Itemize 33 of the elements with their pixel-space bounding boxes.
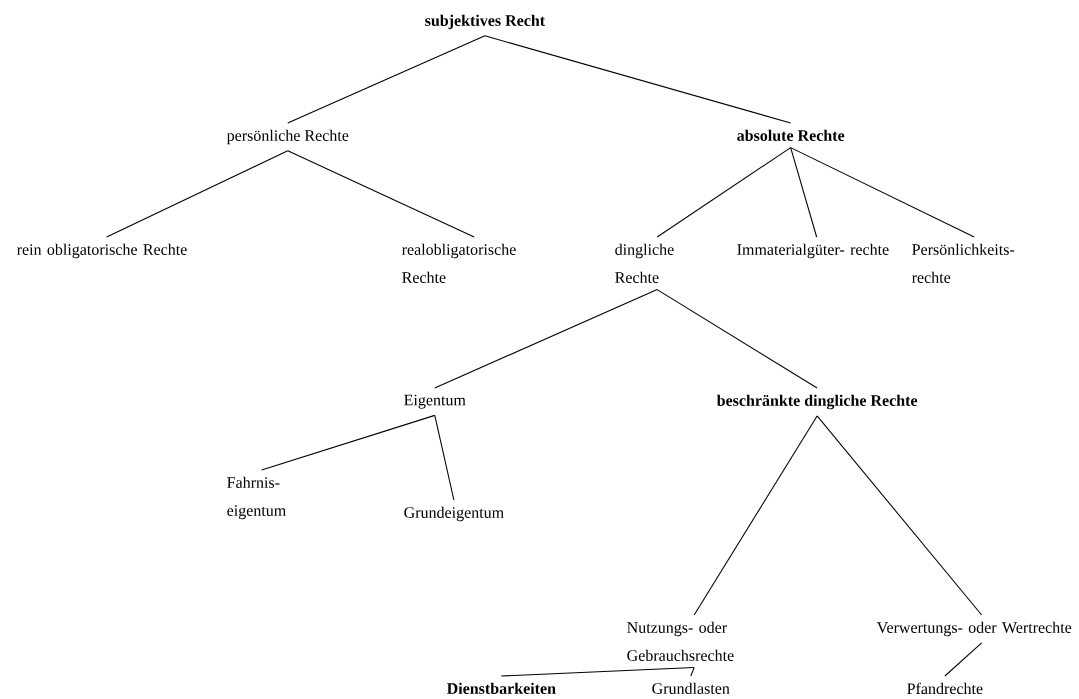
tree-line <box>790 147 818 238</box>
tree-label: Eigentum <box>404 394 466 409</box>
tree-label: Dienstbarkeiten <box>446 682 556 694</box>
tree-label: Pfandrechte <box>907 682 983 695</box>
tree-label: Verwertungs- oder Wertrechte <box>876 621 1072 637</box>
tree-label: absolute Rechte <box>737 129 845 141</box>
tree-line <box>816 415 983 616</box>
tree-label: persönliche Rechte <box>226 129 349 145</box>
tree-line <box>484 35 792 124</box>
tree-label: rein obligatorische Rechte <box>17 243 187 259</box>
tree-line <box>790 147 975 238</box>
tree-label: Grundlasten <box>652 682 730 694</box>
tree-line <box>434 414 455 501</box>
tree-label: beschränkte dingliche Rechte <box>716 394 918 410</box>
tree-label: Immaterialgüter- rechte <box>737 243 889 259</box>
tree-line <box>656 147 792 238</box>
tree-label: realobligatorische Rechte <box>402 243 516 283</box>
tree-label: Fahrnis- eigentum <box>227 476 286 520</box>
tree-line <box>693 415 818 616</box>
tree-line <box>261 414 436 471</box>
tree-line <box>944 642 983 677</box>
tree-line <box>106 150 289 238</box>
tree-label: Nutzungs- oder Gebrauchsrechte <box>627 621 734 661</box>
tree-label: subjektives Recht <box>425 14 545 30</box>
tree-line <box>434 289 658 389</box>
tree-line <box>287 35 486 124</box>
tree-label: Persönlichkeits- rechte <box>912 243 1015 283</box>
tree-line <box>500 667 695 677</box>
tree-label: Grundeigentum <box>404 506 504 522</box>
tree-line <box>287 150 475 238</box>
tree-label: dingliche Rechte <box>615 243 674 283</box>
tree-line <box>656 289 818 389</box>
tree-line <box>690 667 695 677</box>
